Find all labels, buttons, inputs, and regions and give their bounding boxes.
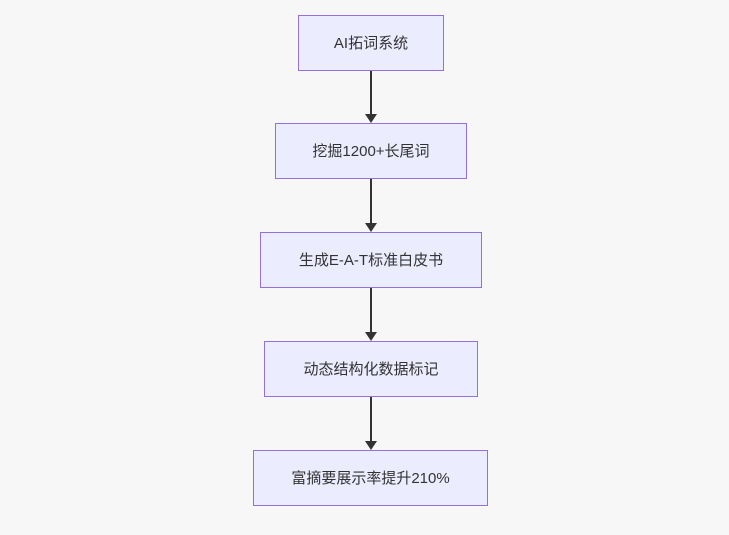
flow-arrow-d-to-e [364,397,378,450]
flow-node-label: 挖掘1200+长尾词 [312,142,430,160]
arrowhead-down-icon [365,332,377,341]
flow-node-rich-snippet-rate-increase: 富摘要展示率提升210% [253,450,488,506]
arrowhead-down-icon [365,114,377,123]
arrow-line [370,397,372,442]
flow-node-dynamic-structured-data-markup: 动态结构化数据标记 [264,341,478,397]
flow-node-label: 生成E-A-T标准白皮书 [298,251,444,269]
flow-node-mine-longtail-keywords: 挖掘1200+长尾词 [275,123,467,179]
flow-node-label: 动态结构化数据标记 [303,360,439,378]
arrow-line [370,179,372,224]
flow-node-ai-word-expansion-system: AI拓词系统 [298,15,444,71]
flow-arrow-b-to-c [364,179,378,232]
flow-node-label: 富摘要展示率提升210% [291,469,450,487]
flow-node-generate-eat-whitepaper: 生成E-A-T标准白皮书 [260,232,482,288]
flow-arrow-a-to-b [364,71,378,123]
arrow-line [370,288,372,333]
flow-node-label: AI拓词系统 [333,34,409,52]
arrowhead-down-icon [365,441,377,450]
arrow-line [370,71,372,115]
flow-arrow-c-to-d [364,288,378,341]
arrowhead-down-icon [365,223,377,232]
